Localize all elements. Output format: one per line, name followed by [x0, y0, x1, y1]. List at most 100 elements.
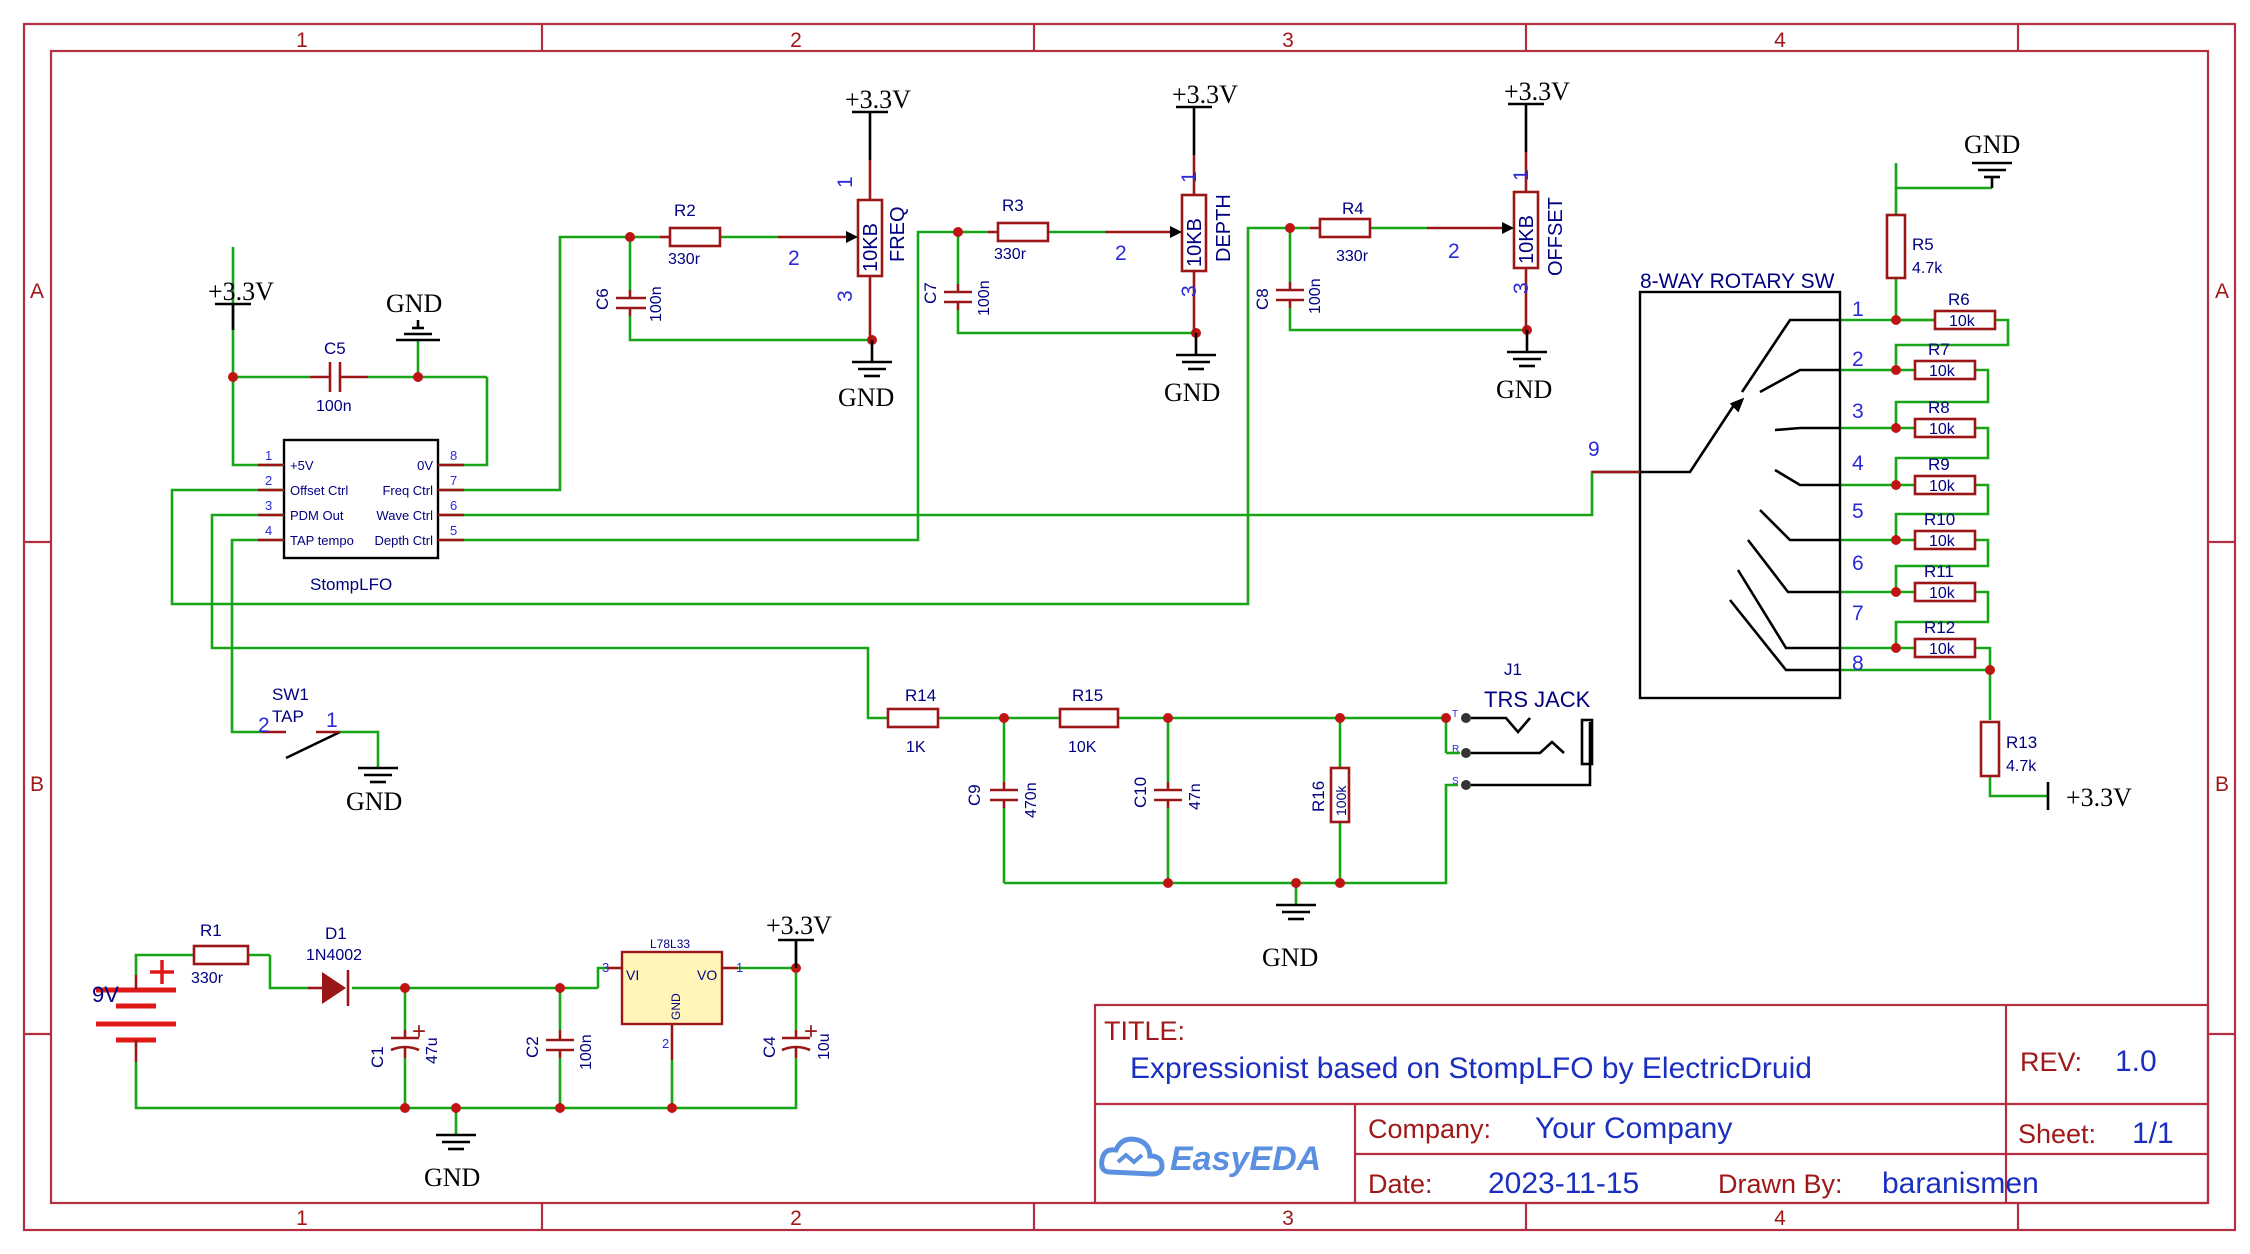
- net-label-gnd-rotary: GND: [1964, 130, 2020, 159]
- sw1-val: TAP: [272, 707, 304, 726]
- net-label-v33-freq: +3.3V: [845, 85, 911, 114]
- lfo-pin-5v: +5V: [290, 458, 314, 473]
- r11-val: 10k: [1929, 585, 1956, 602]
- net-label-gnd-psu: GND: [424, 1163, 480, 1192]
- net-label-gnd-offset: GND: [1496, 375, 1552, 404]
- offset-pin2: 2: [1448, 240, 1460, 263]
- r8-val: 10k: [1929, 421, 1956, 438]
- net-label-gnd-freq: GND: [838, 383, 894, 412]
- c6-val: 100n: [648, 286, 665, 322]
- resistor-r3: R3 330r: [988, 196, 1050, 263]
- row-label-b: B: [30, 773, 44, 796]
- lfo-pin-0v: 0V: [417, 458, 433, 473]
- lfo-pin-wave: Wave Ctrl: [376, 508, 433, 523]
- r2-des: R2: [674, 201, 696, 220]
- potentiometer-freq: 1 2 3 10KB FREQ: [778, 160, 909, 340]
- depth-pot-name: DEPTH: [1213, 194, 1235, 262]
- r16-val: 100k: [1333, 785, 1349, 816]
- r8-des: R8: [1928, 398, 1950, 417]
- rotary-pin5: 5: [1852, 500, 1864, 523]
- potentiometer-depth: 1 2 3 10KB DEPTH: [1105, 155, 1235, 333]
- c10-des: C10: [1131, 777, 1150, 808]
- u1-pin2: 2: [662, 1036, 669, 1051]
- col-label-1: 1: [296, 29, 308, 52]
- net-label-gnd-sw1: GND: [346, 787, 402, 816]
- drawn-value: baranismen: [1882, 1167, 2039, 1200]
- j1-des: J1: [1504, 660, 1522, 679]
- col-label-2: 2: [790, 29, 802, 52]
- lfo-pin4-num: 4: [265, 523, 272, 538]
- capacitor-c1: + C1 47u: [368, 1018, 441, 1068]
- lfo-pin-freq: Freq Ctrl: [382, 483, 433, 498]
- easyeda-logo: EasyEDA: [1099, 1136, 1321, 1178]
- company-label: Company:: [1368, 1114, 1491, 1144]
- lfo-pin8-num: 8: [450, 448, 457, 463]
- net-label-gnd-filter: GND: [1262, 943, 1318, 972]
- c10-val: 47n: [1187, 783, 1204, 810]
- title-label: TITLE:: [1104, 1016, 1185, 1046]
- rotary-switch: 8-WAY ROTARY SW 9 1 2 3 4 5 6 7 8: [1588, 270, 1864, 700]
- net-label-v33-reg: +3.3V: [766, 911, 832, 940]
- rotary-pin3: 3: [1852, 400, 1864, 423]
- rotary-pin9: 9: [1588, 438, 1600, 461]
- r5-val: 4.7k: [1912, 260, 1943, 277]
- lfo-pin-offset: Offset Ctrl: [290, 483, 348, 498]
- date-label: Date:: [1368, 1169, 1433, 1199]
- col-label-3-bottom: 3: [1282, 1207, 1294, 1230]
- r1-val: 330r: [191, 970, 224, 987]
- sw1-des: SW1: [272, 685, 309, 704]
- depth-pot-val: 10KB: [1184, 218, 1206, 267]
- rotary-name: 8-WAY ROTARY SW: [1640, 270, 1835, 293]
- c9-des: C9: [965, 784, 984, 806]
- freq-pin3: 3: [834, 290, 857, 302]
- freq-pot-val: 10KB: [860, 223, 882, 272]
- resistor-r15: R15 10K: [1058, 686, 1120, 756]
- u1-pin3: 3: [602, 960, 609, 975]
- r16-des: R16: [1309, 781, 1328, 812]
- regulator-u1: L78L33 VI VO GND 3 1 2: [602, 937, 743, 1060]
- resistor-r13: R13 4.7k: [1979, 720, 2037, 778]
- r14-des: R14: [905, 686, 936, 705]
- date-value: 2023-11-15: [1488, 1167, 1639, 1200]
- depth-pin3: 3: [1178, 285, 1201, 297]
- rotary-pin8: 8: [1852, 652, 1864, 675]
- rotary-pin1: 1: [1852, 298, 1864, 321]
- j1-pin-t: T: [1452, 709, 1458, 720]
- rotary-pin2: 2: [1852, 348, 1864, 371]
- r6-des: R6: [1948, 290, 1970, 309]
- sheet-frame: [22, 22, 2237, 1232]
- net-label-v33-depth: +3.3V: [1172, 80, 1238, 109]
- c4-plus: +: [804, 1018, 818, 1045]
- c7-val: 100n: [976, 280, 993, 316]
- r14-val: 1K: [906, 739, 926, 756]
- stomplfo-chip: 1 2 3 4 8 7 6 5 +5V Offset Ctrl PDM Out …: [258, 438, 464, 594]
- c4-val: 10u: [816, 1033, 833, 1060]
- net-label-v33-offset: +3.3V: [1504, 77, 1570, 106]
- lfo-pin6-num: 6: [450, 498, 457, 513]
- offset-pin3: 3: [1510, 282, 1533, 294]
- rotary-pin4: 4: [1852, 452, 1864, 475]
- c4-des: C4: [760, 1036, 779, 1058]
- sheet-label: Sheet:: [2018, 1119, 2096, 1149]
- lfo-pin-pdm: PDM Out: [290, 508, 344, 523]
- row-label-a-right: A: [2215, 280, 2229, 303]
- net-label-gnd-lfo: GND: [386, 289, 442, 318]
- r9-val: 10k: [1929, 478, 1956, 495]
- r15-val: 10K: [1068, 739, 1097, 756]
- net-label-v33-lfo: +3.3V: [208, 277, 274, 306]
- capacitor-c9: C9 470n: [965, 782, 1040, 818]
- trs-jack-j1: T R S J1 TRS JACK: [1452, 660, 1594, 790]
- r10-des: R10: [1924, 510, 1955, 529]
- r7-des: R7: [1928, 340, 1950, 359]
- c8-val: 100n: [1307, 278, 1324, 314]
- c6-des: C6: [593, 288, 612, 310]
- rev-value: 1.0: [2115, 1045, 2157, 1078]
- capacitor-c5: C5 100n: [310, 339, 368, 415]
- freq-pot-name: FREQ: [887, 206, 909, 262]
- lfo-pin7-num: 7: [450, 473, 457, 488]
- r12-val: 10k: [1929, 641, 1956, 658]
- r13-val: 4.7k: [2006, 758, 2037, 775]
- capacitor-c2: C2 100n: [523, 1030, 595, 1070]
- ladder-resistors: R6 10k R7 10k R8 10k R9 10k R10 10k R11 …: [1913, 290, 1997, 659]
- junctions: [228, 223, 1995, 1113]
